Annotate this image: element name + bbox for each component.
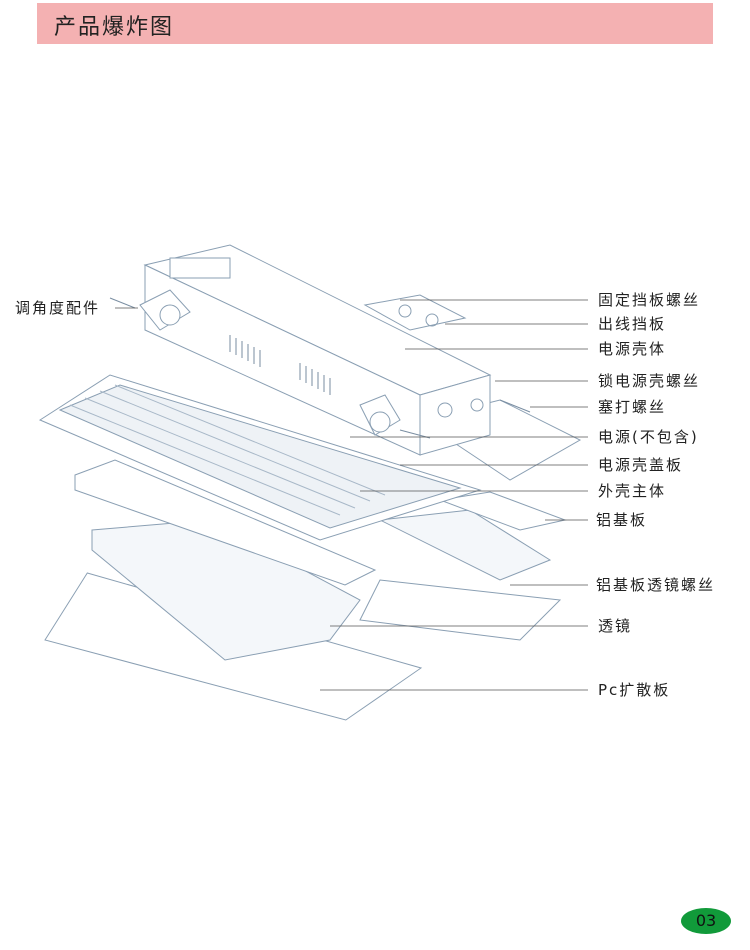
label-housing-body: 外壳主体 — [598, 482, 667, 500]
aluminum-board — [74, 459, 377, 586]
label-power-cover: 电源壳盖板 — [598, 456, 684, 474]
angle-bracket — [139, 289, 401, 436]
label-pc-diffuser: Pc扩散板 — [598, 681, 671, 699]
label-power-housing: 电源壳体 — [598, 340, 667, 358]
label-lens: 透镜 — [598, 617, 633, 635]
page-number-badge: 03 — [681, 908, 731, 934]
outlet-plate — [363, 294, 467, 331]
label-power-supply: 电源(不包含) — [598, 428, 699, 446]
page-title: 产品爆炸图 — [54, 15, 175, 40]
label-power-housing-screw: 锁电源壳螺丝 — [598, 372, 701, 390]
section-header: 产品爆炸图 — [37, 3, 713, 44]
label-outlet-plate: 出线挡板 — [598, 315, 667, 333]
label-lens-screw: 铝基板透镜螺丝 — [596, 576, 716, 594]
label-fixing-plate-screw: 固定挡板螺丝 — [598, 291, 701, 309]
label-shoulder-screw: 塞打螺丝 — [598, 398, 667, 416]
label-angle-adjust-fitting: 调角度配件 — [15, 299, 101, 317]
label-aluminum-board: 铝基板 — [596, 511, 648, 529]
